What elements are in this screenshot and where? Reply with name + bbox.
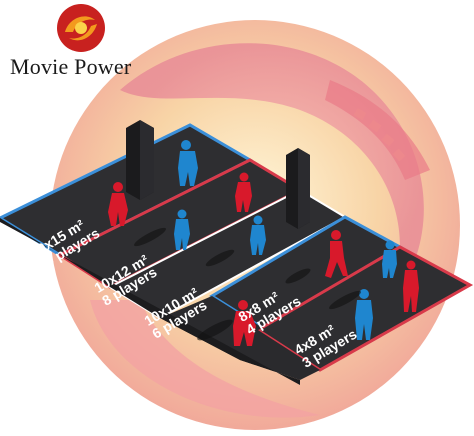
player-blue xyxy=(250,215,266,255)
player-red xyxy=(325,230,348,278)
pillar-right xyxy=(286,148,310,229)
player-red xyxy=(108,182,128,226)
brand-name: Movie Power xyxy=(10,54,132,79)
players xyxy=(108,140,419,346)
player-blue xyxy=(174,209,190,250)
player-blue xyxy=(178,140,198,186)
pillar-left xyxy=(126,120,154,200)
player-red xyxy=(233,300,256,346)
player-red xyxy=(403,260,419,312)
movie-power-logo-icon xyxy=(57,4,105,52)
pillars xyxy=(126,120,310,229)
player-red xyxy=(235,172,252,212)
player-blue xyxy=(355,289,373,340)
player-blue xyxy=(382,240,397,278)
